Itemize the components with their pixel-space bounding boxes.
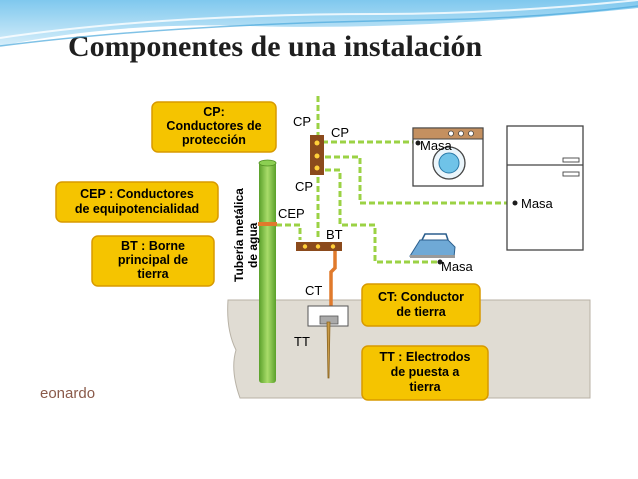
tt-label: TT — [294, 334, 310, 349]
callout-tt: TT : Electrodos de puesta a tierra — [361, 345, 489, 401]
callout-cp-line-3: protección — [182, 133, 246, 147]
masa-iron-label: Masa — [441, 259, 474, 274]
washing-machine-icon — [412, 127, 484, 187]
pipe-label-2: de agua — [246, 222, 260, 268]
cp-right-label: CP — [331, 125, 349, 140]
callout-tt-line-1: TT : Electrodos — [380, 350, 471, 364]
callout-ct: CT: Conductor de tierra — [361, 283, 481, 327]
callout-cep-line-2: de equipotencialidad — [75, 202, 199, 216]
fridge-icon — [506, 125, 584, 251]
pipe-label-1: Tubería metálica — [232, 188, 246, 282]
callout-cp: CP: Conductores de protección — [151, 101, 277, 153]
earth-bar — [296, 242, 342, 251]
callout-bt-line-1: BT : Borne — [121, 239, 185, 253]
header-band — [0, 0, 638, 47]
cp-mid-label: CP — [295, 179, 313, 194]
earth-conductor — [329, 250, 337, 325]
callout-tt-line-2: de puesta a — [391, 365, 461, 379]
callout-bt-line-2: principal de — [118, 253, 188, 267]
iron-icon — [409, 233, 456, 258]
cep-label: CEP — [278, 206, 305, 221]
ct-label: CT — [305, 283, 322, 298]
callout-bt: BT : Borne principal de tierra — [91, 235, 215, 287]
water-pipe — [259, 162, 276, 383]
bt-label: BT — [326, 227, 343, 242]
callout-cep-line-1: CEP : Conductores — [80, 187, 194, 201]
callout-bt-line-3: tierra — [137, 267, 169, 281]
callout-cep: CEP : Conductores de equipotencialidad — [55, 181, 219, 223]
slide-title: Componentes de una instalación — [68, 30, 483, 63]
masa-fridge-label: Masa — [521, 196, 554, 211]
watermark-text: eonardo — [40, 385, 95, 402]
ground-electrode — [307, 305, 349, 379]
masa-washer-label: Masa — [420, 138, 453, 153]
distribution-block — [310, 135, 324, 175]
callout-cp-line-2: Conductores de — [166, 119, 261, 133]
callout-cp-line-1: CP: — [203, 105, 225, 119]
callout-ct-line-2: de tierra — [396, 305, 446, 319]
callout-tt-line-3: tierra — [409, 380, 441, 394]
cp-top-label: CP — [293, 114, 311, 129]
callout-ct-line-1: CT: Conductor — [378, 290, 464, 304]
